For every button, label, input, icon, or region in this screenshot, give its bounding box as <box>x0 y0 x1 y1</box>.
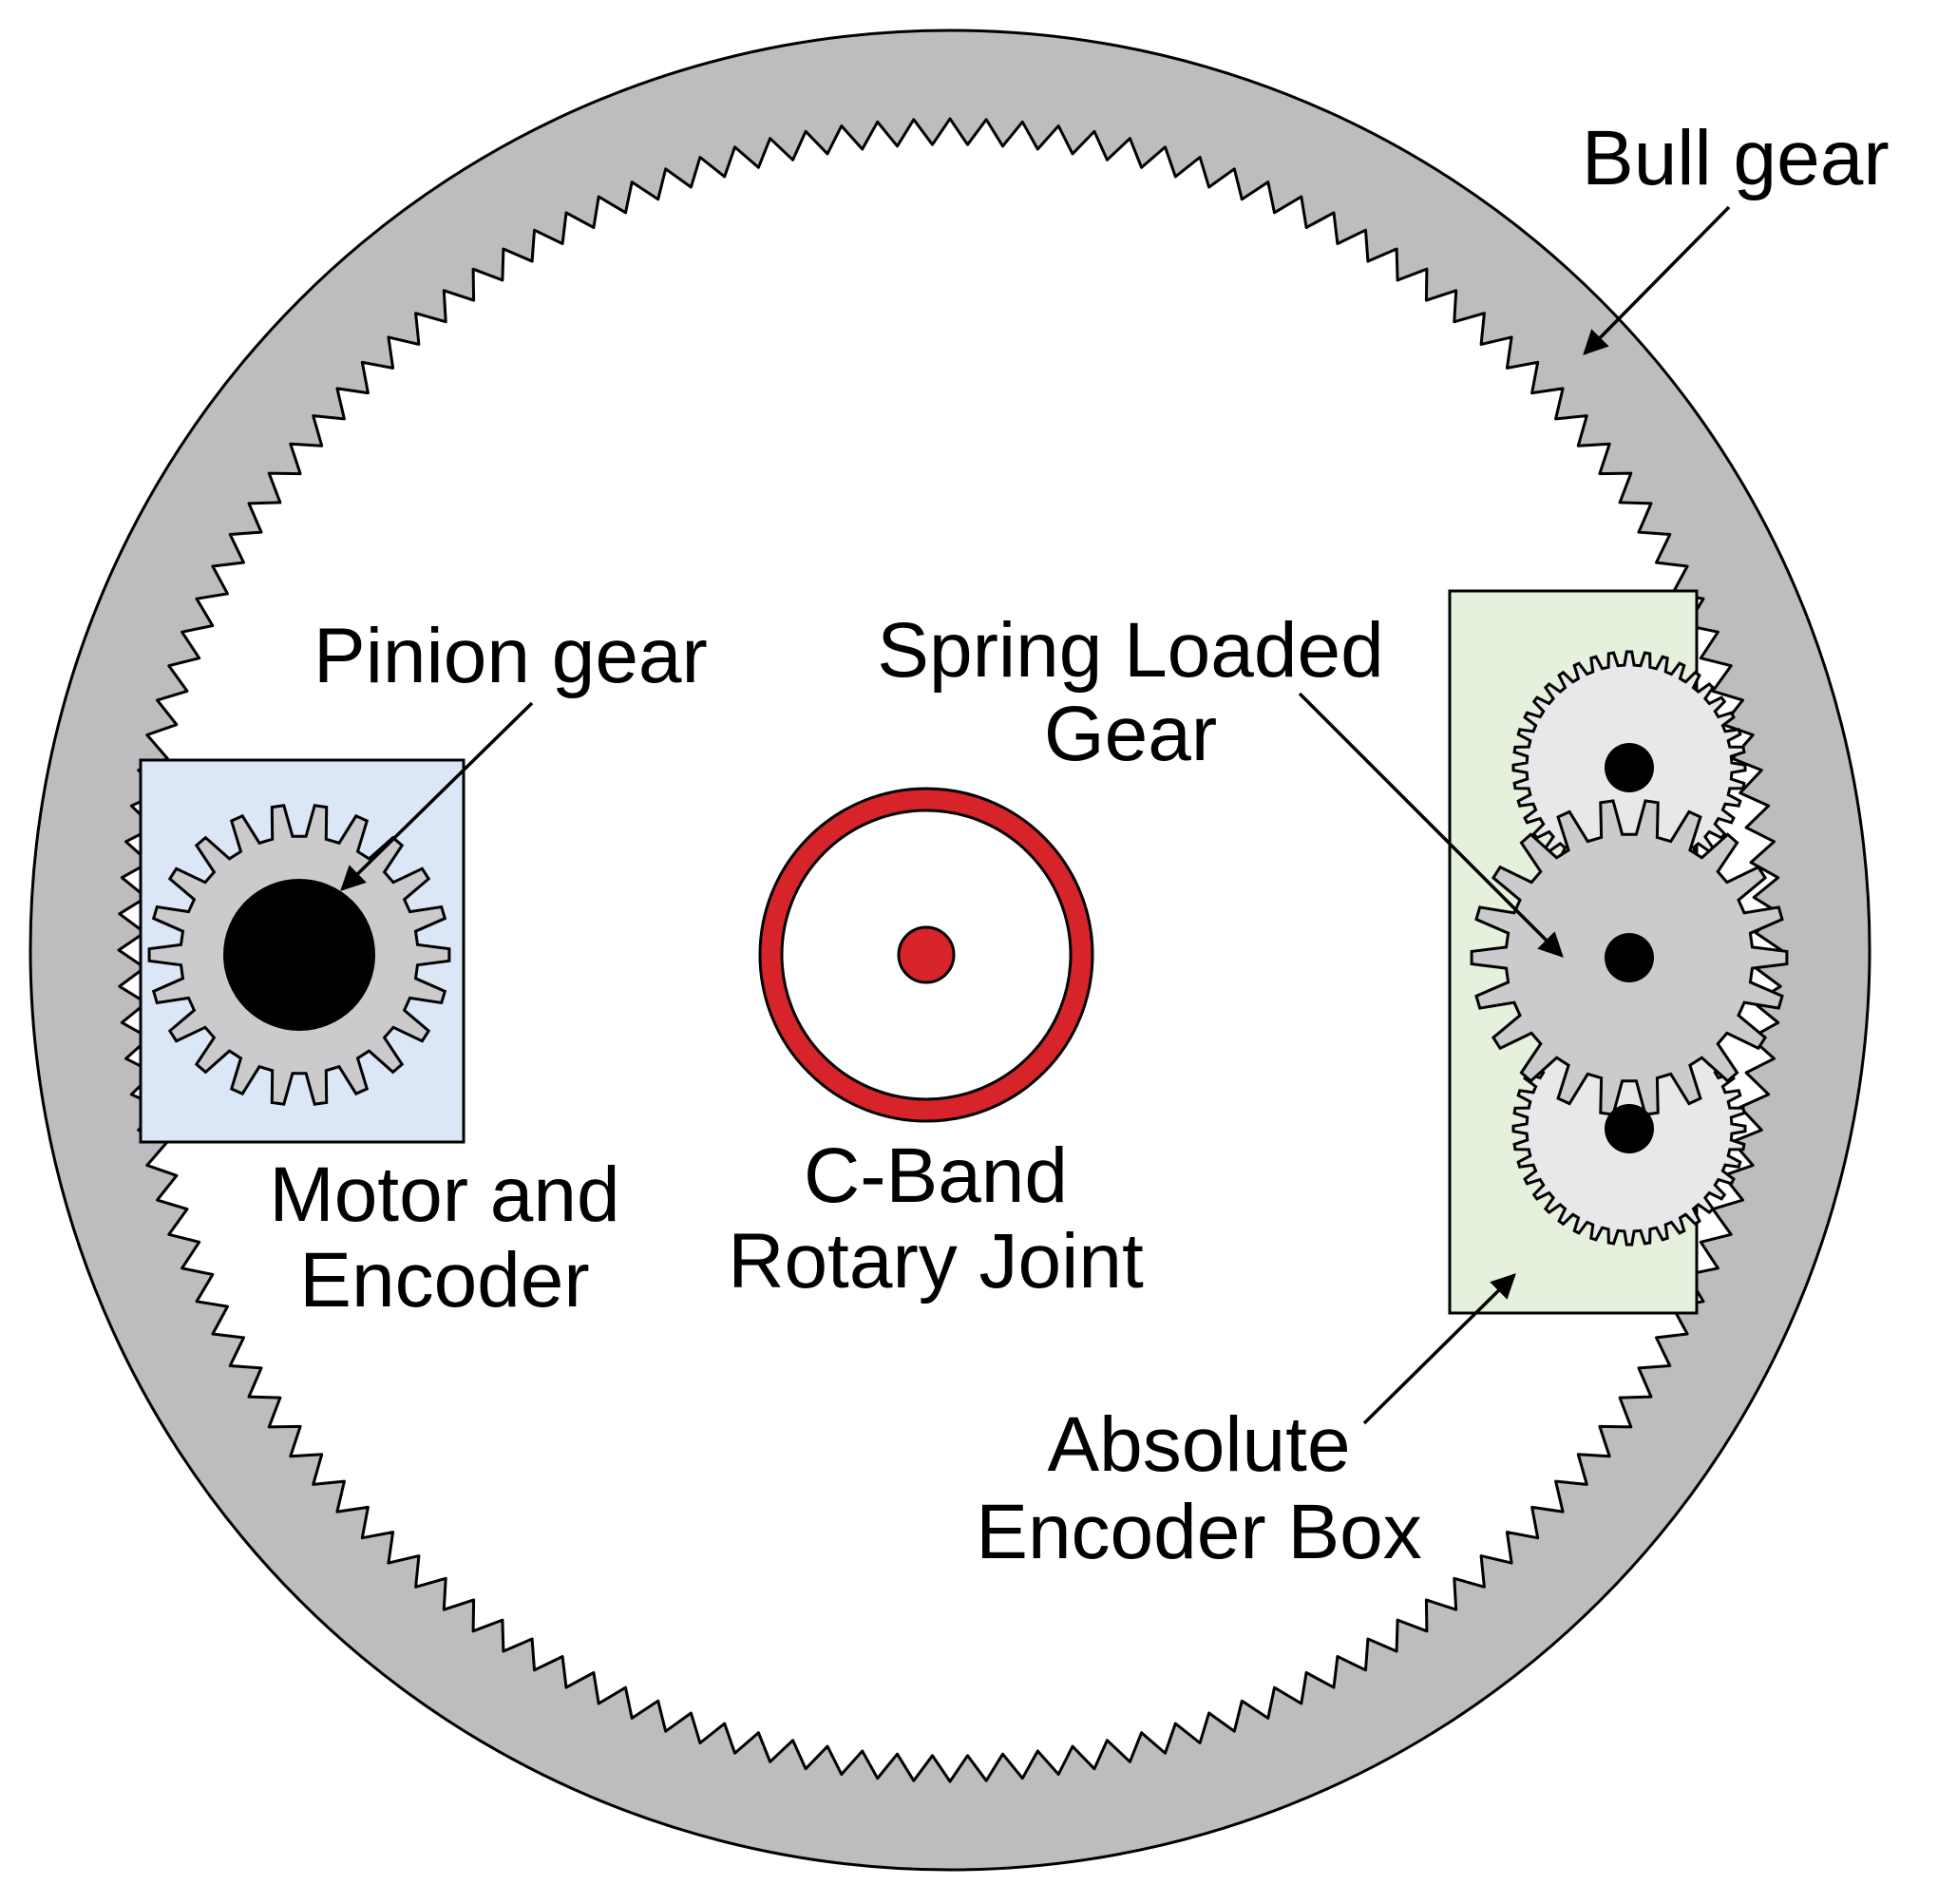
motor-encoder-label-line1: Motor and <box>269 1152 619 1238</box>
spring-loaded-label-line2: Gear <box>1044 691 1217 777</box>
bull-gear-pointer <box>1583 205 1731 355</box>
spring-loaded-pointer <box>1298 692 1564 958</box>
bull-gear-label: Bull gear <box>1582 115 1890 201</box>
top-gear-shaft <box>1605 743 1654 792</box>
spring-loaded-label-line1: Spring Loaded <box>877 607 1383 694</box>
absolute-encoder-pointer <box>1362 1273 1516 1425</box>
pinion-shaft <box>223 879 375 1031</box>
absolute-encoder-label-line1: Absolute <box>1047 1401 1350 1488</box>
rotary-joint-label-line2: Rotary Joint <box>728 1218 1144 1304</box>
pinion-gear-label: Pinion gear <box>314 613 708 699</box>
rotary-joint-label-line1: C-Band <box>804 1133 1068 1219</box>
rotary-joint-center <box>897 925 956 984</box>
pinion-gear-pointer <box>340 701 534 891</box>
bottom-gear-shaft <box>1605 1104 1654 1153</box>
spring-gear-shaft <box>1605 933 1654 982</box>
motor-encoder-label-line2: Encoder <box>299 1237 589 1323</box>
absolute-encoder-label-line2: Encoder Box <box>976 1489 1422 1575</box>
